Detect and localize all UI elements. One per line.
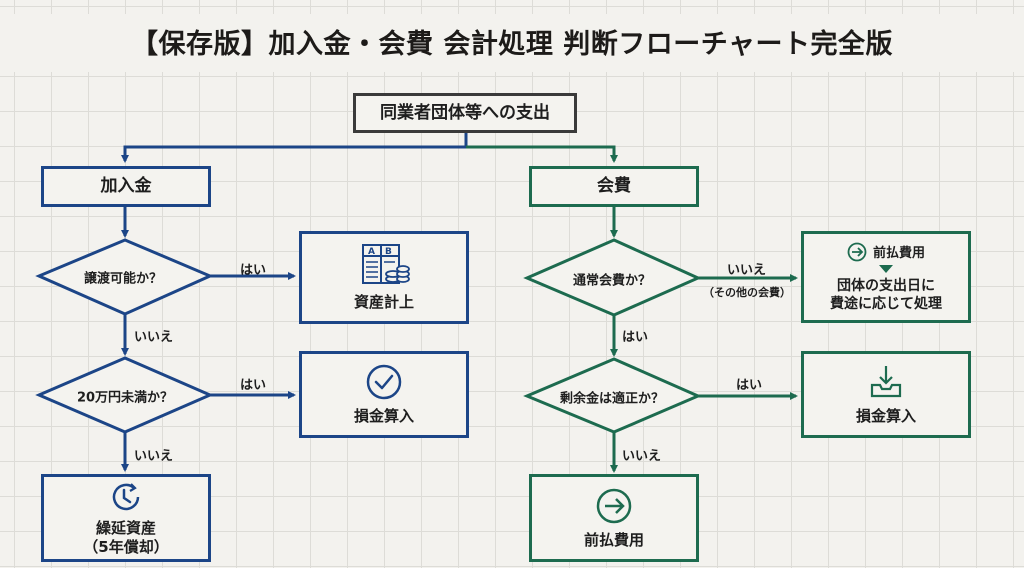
ledger-coins-icon: A B	[362, 244, 410, 284]
result-asset-recognition: A B 資産計上	[299, 231, 469, 324]
result-prepaid-expense: 前払費用	[529, 474, 699, 562]
page-title: 【保存版】加入金・会費 会計処理 判断フローチャート完全版	[130, 29, 894, 60]
result-deductible-left-label: 損金算入	[353, 407, 414, 425]
decision-regular-fee-label: 通常会費か？	[572, 273, 652, 289]
edge-label-no: いいえ	[622, 449, 662, 464]
edge-label-no: いいえ	[134, 330, 174, 345]
check-circle-icon	[366, 364, 402, 400]
svg-text:B: B	[385, 247, 392, 257]
decision-transferable-label: 譲渡可能か？	[83, 271, 163, 287]
node-membership-fee-label: 会費	[597, 176, 631, 196]
result-prepaid-expense-head: 前払費用	[872, 246, 925, 261]
edge-label-yes: はい	[240, 263, 267, 278]
edge-label-no: いいえ	[727, 263, 767, 278]
edge-label-yes: はい	[240, 378, 267, 393]
connector-root-to-right	[466, 145, 618, 163]
result-deductible-right-label: 損金算入	[855, 407, 916, 425]
node-membership-fee: 会費	[529, 166, 699, 207]
edge-sublabel-other-fees: （その他の会費）	[703, 286, 791, 299]
result-prepaid-expense-other: 前払費用 団体の支出日に 費途に応じて処理	[801, 231, 971, 323]
result-deferred-asset-line2: （5年償却）	[83, 538, 169, 556]
result-prepaid-line1: 団体の支出日に	[837, 277, 935, 294]
result-asset-recognition-label: 資産計上	[353, 293, 414, 311]
svg-text:A: A	[368, 247, 375, 257]
decision-under-200k-label: 20万円未満か？	[76, 390, 174, 406]
edge-label-yes: はい	[736, 378, 763, 393]
node-admission-fee-label: 加入金	[100, 176, 152, 196]
result-deferred-asset: 繰延資産 （5年償却）	[41, 474, 211, 562]
title-band	[0, 14, 1024, 72]
download-tray-icon	[870, 366, 902, 398]
result-deductible-right: 損金算入	[801, 351, 971, 438]
edge-label-yes: はい	[622, 330, 649, 345]
root-node-label: 同業者団体等への支出	[380, 102, 550, 123]
arrow-circle-icon	[596, 488, 632, 523]
node-admission-fee: 加入金	[41, 166, 211, 207]
result-prepaid-line2: 費途に応じて処理	[830, 295, 942, 312]
result-deferred-asset-line1: 繰延資産	[95, 519, 156, 537]
connector-root-to-left	[121, 132, 468, 163]
clock-refresh-icon	[112, 483, 140, 511]
result-prepaid-expense-label: 前払費用	[583, 530, 644, 549]
arrow-circle-icon	[847, 242, 867, 261]
decision-surplus-appropriate-label: 剰余金は適正か？	[559, 391, 665, 407]
down-triangle-icon	[879, 264, 893, 273]
edge-label-no: いいえ	[134, 449, 174, 464]
root-node: 同業者団体等への支出	[353, 93, 577, 133]
result-deductible-left: 損金算入	[299, 351, 469, 438]
